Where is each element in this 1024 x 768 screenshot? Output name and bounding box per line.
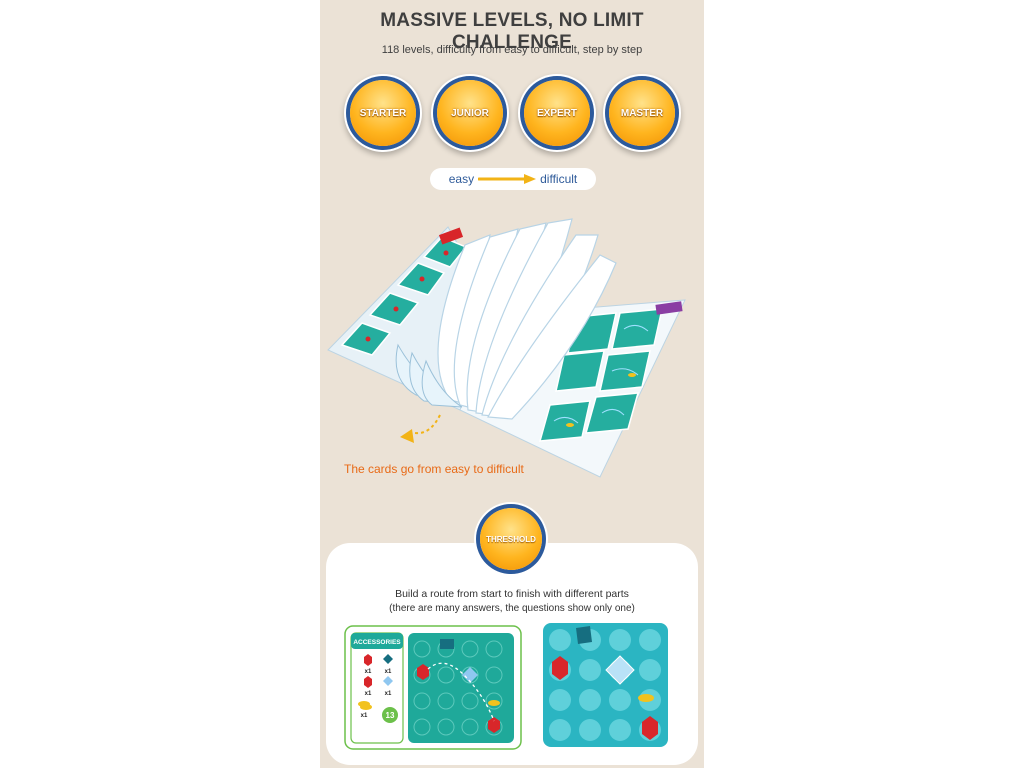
- level-badge-master: MASTER: [609, 80, 675, 146]
- level-badge-expert: EXPERT: [524, 80, 590, 146]
- difficulty-scale: easy difficult: [430, 168, 596, 190]
- route-note: (there are many answers, the questions s…: [389, 603, 635, 614]
- level-label: STARTER: [359, 107, 407, 119]
- puzzle-board-image: [543, 623, 668, 747]
- difficulty-difficult-label: difficult: [540, 172, 578, 186]
- qty-label: x1: [365, 691, 372, 697]
- level-book-image: [327, 218, 686, 478]
- accessories-title: ACCESSORIES: [353, 639, 401, 646]
- route-instruction: Build a route from start to finish with …: [395, 588, 629, 600]
- level-label: MASTER: [620, 107, 664, 119]
- level-badge-junior: JUNIOR: [437, 80, 503, 146]
- arrow-right-icon: [478, 174, 537, 184]
- level-label: JUNIOR: [451, 107, 489, 119]
- qty-label: x1: [361, 713, 368, 719]
- qty-label: x1: [385, 669, 392, 675]
- puzzle-card-image: ACCESSORIES x1 x1 x1 x1 x1 13: [344, 625, 522, 750]
- product-panel: MASSIVE LEVELS, NO LIMIT CHALLENGE 118 l…: [320, 0, 704, 768]
- level-number: 13: [386, 711, 395, 720]
- level-badge-starter: STARTER: [350, 80, 416, 146]
- level-label: EXPERT: [536, 107, 577, 119]
- threshold-badge: THRESHOLD: [480, 508, 542, 570]
- qty-label: x1: [365, 669, 372, 675]
- page-title: MASSIVE LEVELS, NO LIMIT CHALLENGE: [380, 10, 644, 53]
- difficulty-easy-label: easy: [448, 172, 475, 186]
- book-caption: The cards go from easy to difficult: [344, 462, 524, 476]
- page-subtitle: 118 levels, difficulty from easy to diff…: [381, 44, 643, 56]
- threshold-label: THRESHOLD: [486, 534, 536, 544]
- qty-label: x1: [385, 691, 392, 697]
